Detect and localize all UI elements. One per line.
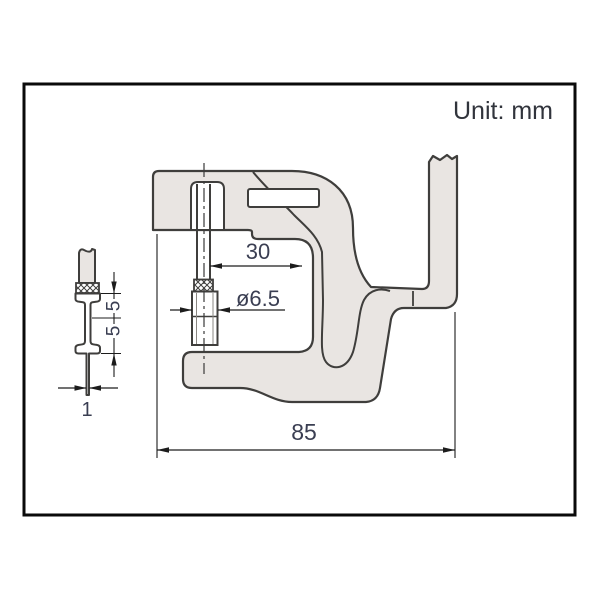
gauge-frame-body: [151, 153, 459, 404]
detail-bushing: [75, 282, 100, 294]
spindle-shaft: [196, 184, 211, 280]
dimension-tip-width-label: 1: [81, 399, 92, 421]
dimension-tip-width: [58, 385, 118, 391]
dimension-contact-upper-label: 5: [104, 301, 125, 312]
detail-shaft: [78, 248, 96, 284]
drawing-border: [22, 82, 577, 517]
detail-contact-profile: [74, 292, 101, 396]
dimension-contact-lower-label: 5: [104, 326, 125, 337]
dimension-frame-depth: [156, 234, 456, 458]
anvil-collar: [191, 290, 219, 346]
dimension-anvil-diameter-label: ø6.5: [236, 286, 280, 311]
frame-rib-line: [252, 171, 391, 369]
spindle-slot: [190, 181, 225, 231]
frame-window: [247, 188, 320, 208]
unit-label: Unit: mm: [453, 97, 553, 125]
dimension-frame-depth-label: 85: [291, 419, 317, 445]
dimension-anvil-diameter: [170, 307, 285, 313]
dimension-throat-depth-label: 30: [246, 239, 270, 264]
dimension-throat-depth: [210, 263, 302, 269]
dimension-contact-lengths: [92, 272, 121, 377]
